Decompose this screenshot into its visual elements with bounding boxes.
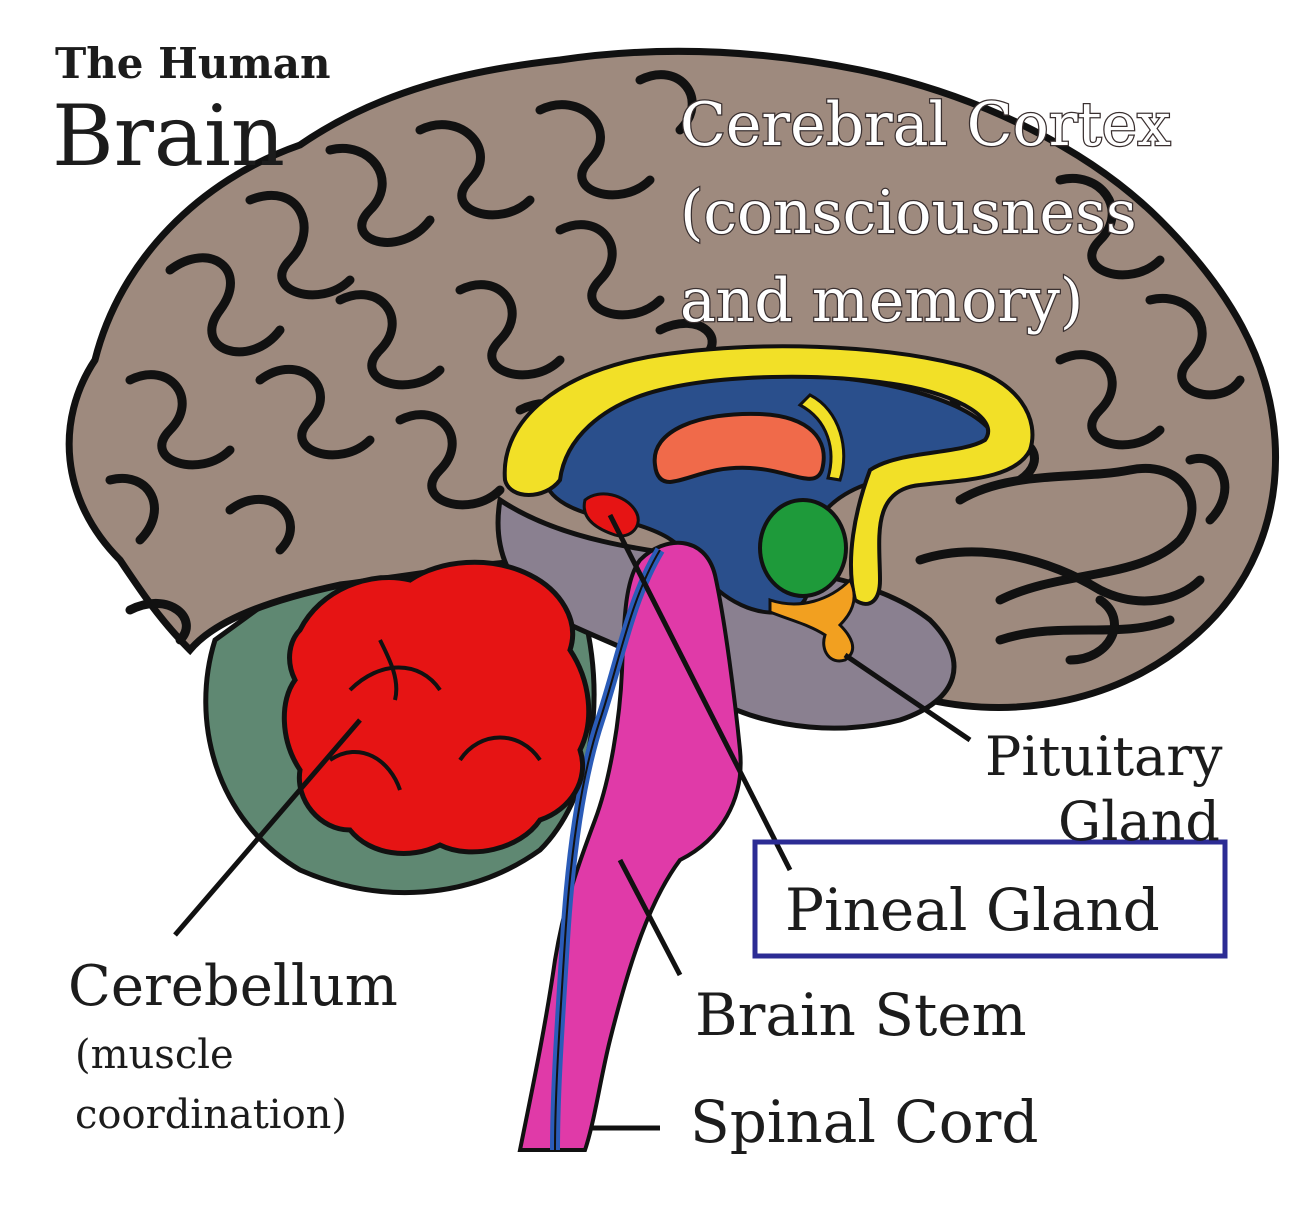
cortex-label-line-1: Cerebral Cortex	[680, 90, 1171, 160]
pineal-label: Pineal Gland	[785, 876, 1160, 944]
thalamus	[652, 411, 826, 485]
spinal-cord-label: Spinal Cord	[690, 1088, 1038, 1156]
hypothalamus	[758, 498, 848, 598]
cerebellum-leader	[173, 718, 362, 937]
pituitary-label-line-2: Gland	[1058, 790, 1220, 853]
title-line-1: The Human	[55, 39, 331, 88]
cerebellum-label-line-1: Cerebellum	[68, 954, 398, 1019]
cortex-label-line-3: and memory)	[680, 266, 1083, 336]
cerebellum-label-line-2: (muscle	[75, 1032, 234, 1078]
spinal-canal-outline	[554, 549, 661, 1151]
pituitary-label-line-1: Pituitary	[985, 725, 1223, 788]
pineal-leader	[607, 513, 793, 872]
leader-lines	[173, 513, 972, 1131]
brain-stem-label: Brain Stem	[695, 981, 1027, 1049]
cerebellum	[281, 559, 592, 856]
brain-stem-leader	[617, 858, 683, 977]
title-line-2: Brain	[52, 87, 285, 185]
cortex-folds	[105, 70, 1245, 665]
cortex-label-line-2: (consciousness	[680, 178, 1137, 248]
pineal-highlight-box	[752, 839, 1228, 959]
brain-stem	[517, 540, 743, 1152]
pituitary-leader	[843, 652, 972, 743]
cerebellum-label-line-3: coordination)	[75, 1092, 347, 1138]
pituitary-gland	[768, 577, 856, 663]
corpus-callosum	[502, 344, 1035, 606]
fornix	[797, 393, 846, 482]
